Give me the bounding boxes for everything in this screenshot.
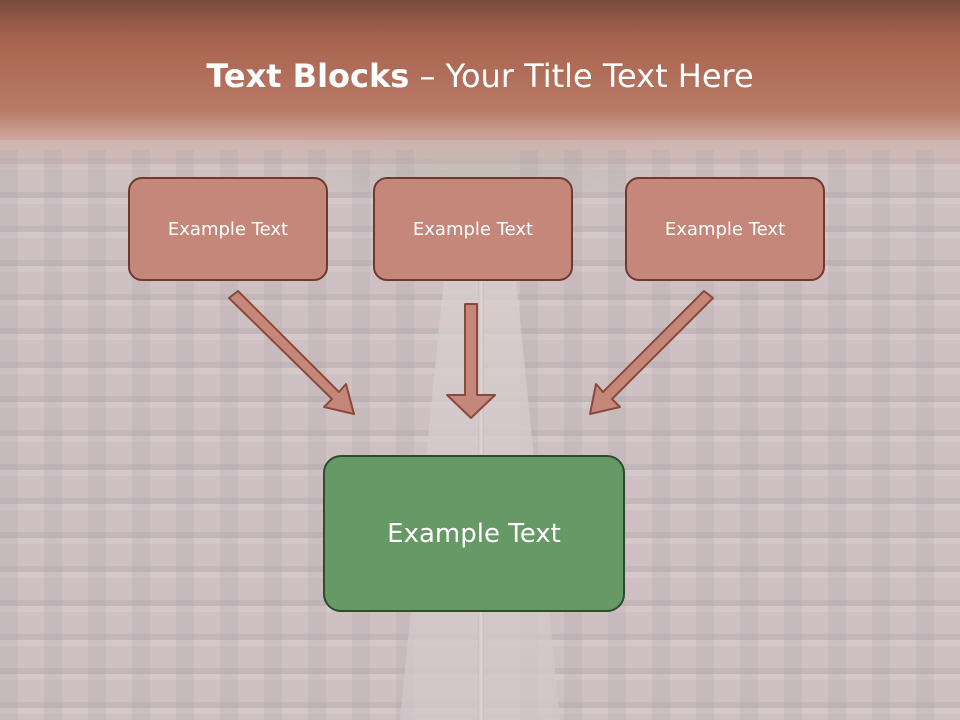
arrow-down-icon [446, 303, 496, 419]
text-block-main[interactable]: Example Text [323, 455, 625, 612]
title-bold: Text Blocks [206, 57, 410, 95]
text-block-right-label: Example Text [664, 218, 786, 240]
text-block-middle-label: Example Text [412, 218, 534, 240]
title-rest: – Your Title Text Here [409, 57, 754, 95]
text-block-right[interactable]: Example Text [625, 177, 825, 281]
text-block-middle[interactable]: Example Text [373, 177, 573, 281]
text-block-main-label: Example Text [387, 518, 561, 549]
text-block-left[interactable]: Example Text [128, 177, 328, 281]
slide-title: Text Blocks – Your Title Text Here [0, 54, 960, 98]
text-block-left-label: Example Text [167, 218, 289, 240]
arrow-right-icon [589, 290, 714, 415]
arrow-left-icon [228, 290, 355, 415]
